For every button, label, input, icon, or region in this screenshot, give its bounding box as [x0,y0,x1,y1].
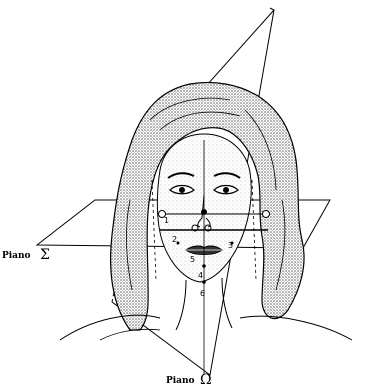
left-eye [170,186,194,194]
label-piano-sigma: Piano Σ [2,247,50,263]
right-eye [214,186,238,194]
point-number-2: 2 [172,235,177,244]
point-number-1: 1 [164,216,169,225]
point-number-4: 4 [198,271,203,280]
point-number-5: 5 [190,255,195,264]
point-number-6: 6 [200,289,205,298]
label-piano-sigma-word: Piano [2,251,31,261]
point-number-3: 3 [228,241,233,250]
label-piano-omega: Piano Ω [166,372,212,386]
label-piano-omega-symbol: Ω [200,372,212,386]
face [60,134,352,340]
label-piano-omega-word: Piano [166,376,195,386]
label-piano-sigma-symbol: Σ [40,247,50,263]
